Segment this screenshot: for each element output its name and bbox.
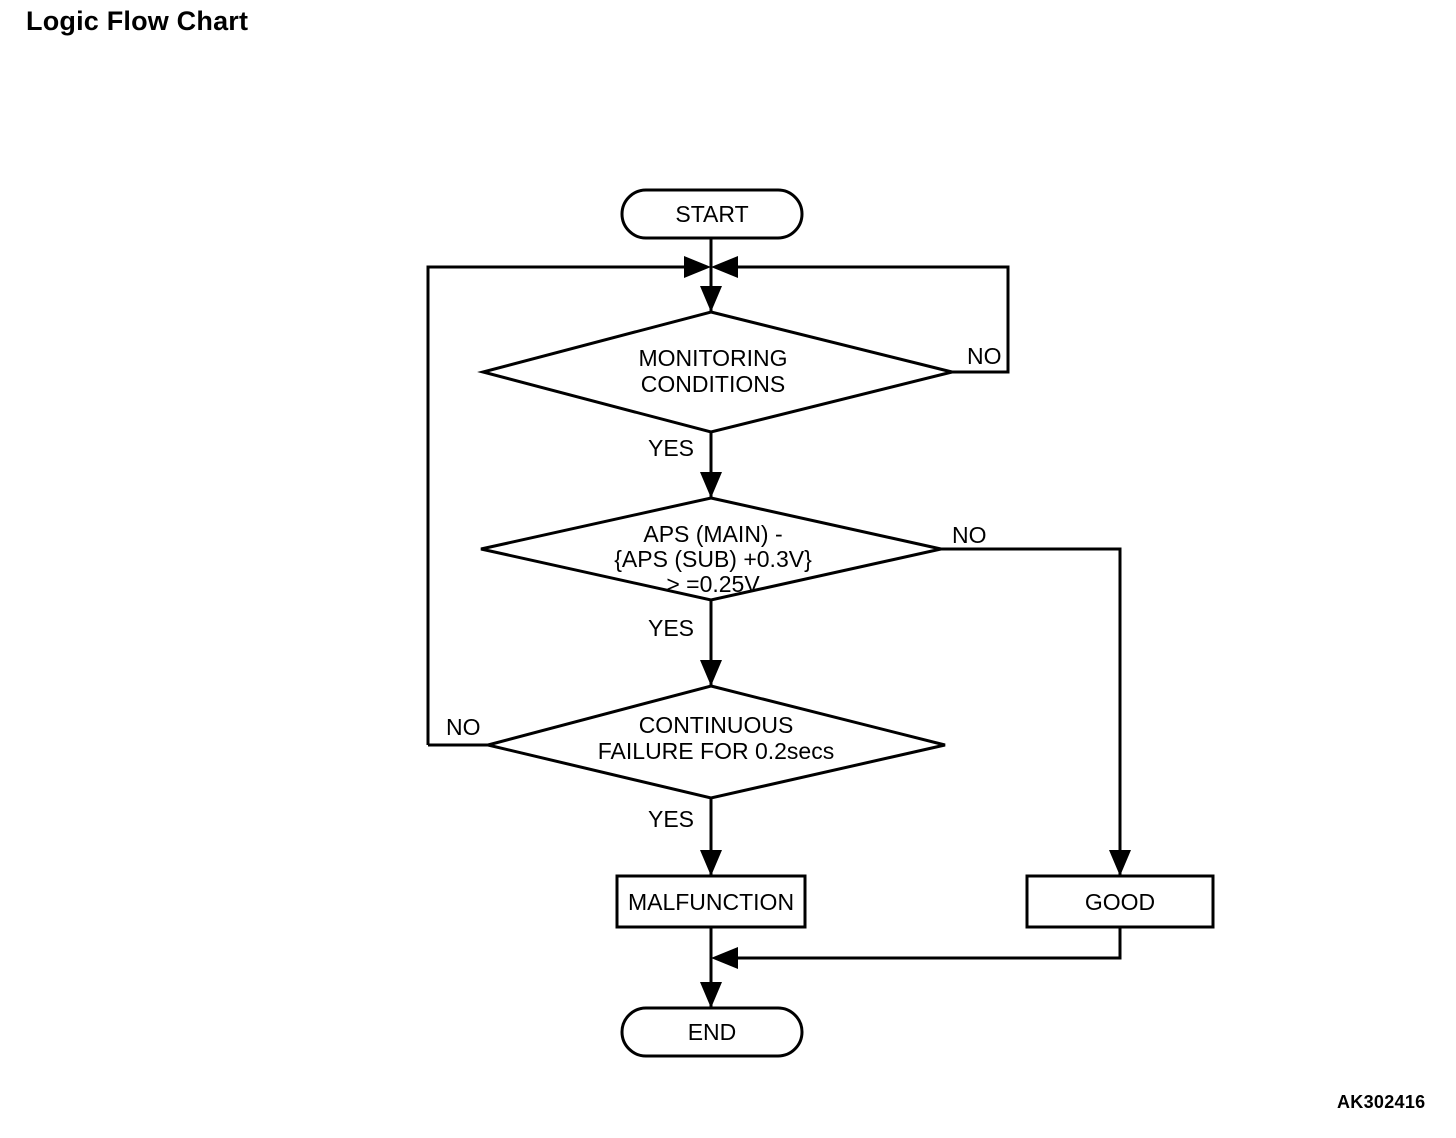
aps-decision-shape [480,496,942,602]
good-box-shape [1025,874,1215,929]
arrowhead-into-malfunction [700,850,722,876]
edge-malfunction-to-end [700,927,722,1008]
edge-start-to-junction [700,238,722,312]
arrowhead-merge-good [711,947,738,969]
continuous-label-line2: FAILURE FOR 0.2secs [598,738,834,764]
start-label: START [675,201,748,227]
arrowhead-junction-left [684,256,711,278]
arrowhead-into-continuous [700,660,722,686]
edge-aps-no [941,547,1131,876]
node-continuous-failure[interactable]: CONTINUOUS FAILURE FOR 0.2secs [487,684,946,800]
monitoring-label-line2: CONDITIONS [641,371,785,397]
branch-label-continuous-yes: YES [648,806,694,832]
node-malfunction[interactable]: MALFUNCTION [615,874,807,929]
node-monitoring-conditions[interactable]: MONITORING CONDITIONS [477,310,953,434]
node-start[interactable]: START [620,188,804,240]
branch-label-monitoring-no: NO [967,343,1002,369]
monitoring-label-line1: MONITORING [638,345,787,371]
start-terminator-shape [620,188,804,240]
arrowhead-into-end [700,982,722,1008]
page-title: Logic Flow Chart [26,6,249,36]
aps-label-line2: {APS (SUB) +0.3V} [614,546,812,572]
monitoring-decision-shape [477,310,953,434]
branch-label-monitoring-yes: YES [648,435,694,461]
node-good[interactable]: GOOD [1025,874,1215,929]
edge-good-to-end [711,927,1122,969]
malfunction-box-shape [615,874,807,929]
good-label: GOOD [1085,889,1155,915]
node-aps-comparison[interactable]: APS (MAIN) - {APS (SUB) +0.3V} > =0.25V [480,496,942,602]
branch-label-continuous-no: NO [446,714,481,740]
branch-label-aps-no: NO [952,522,987,548]
malfunction-label: MALFUNCTION [628,889,794,915]
node-end[interactable]: END [620,1006,804,1058]
continuous-label-line1: CONTINUOUS [639,712,794,738]
end-label: END [688,1019,737,1045]
arrowhead-junction-right [711,256,738,278]
aps-label-line1: APS (MAIN) - [643,521,782,547]
continuous-decision-shape [487,684,946,800]
end-terminator-shape [620,1006,804,1058]
branch-label-aps-yes: YES [648,615,694,641]
edge-monitoring-yes [700,432,722,498]
aps-label-line3: > =0.25V [666,571,760,597]
edge-aps-yes [700,600,722,686]
part-number-watermark: AK302416 [1337,1092,1426,1112]
arrowhead-into-monitoring [700,286,722,312]
arrowhead-into-good [1109,850,1131,876]
edge-loopback-junction-bar [426,256,1010,745]
arrowhead-into-aps [700,472,722,498]
edge-continuous-yes [700,798,722,876]
